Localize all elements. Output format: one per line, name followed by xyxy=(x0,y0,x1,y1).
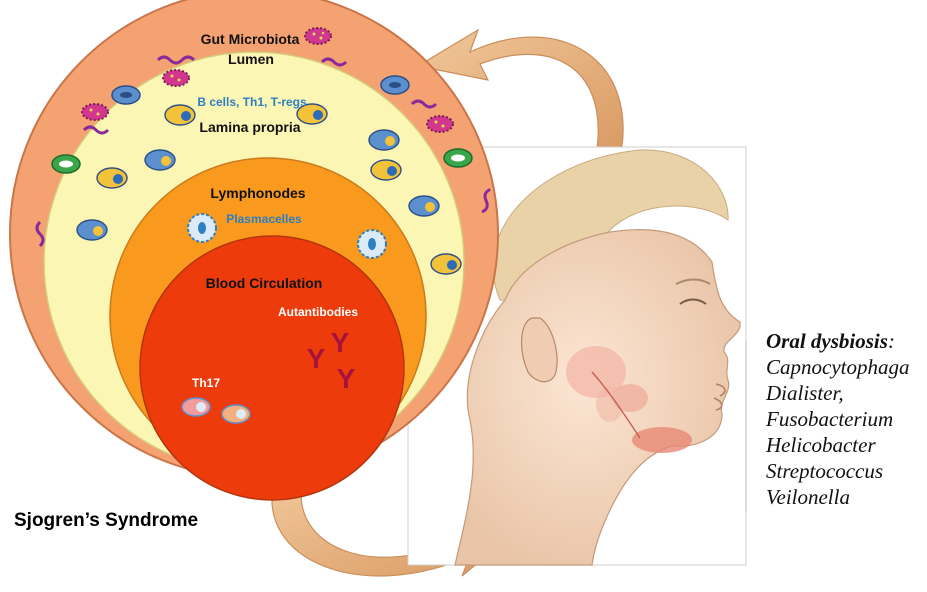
antibody-icon: Y xyxy=(307,343,326,374)
th17-cell-icon xyxy=(182,398,210,416)
genus-item: Fusobacterium xyxy=(766,406,909,432)
gut-microbiota-label: Gut Microbiota xyxy=(201,31,300,47)
genus-item: Dialister, xyxy=(766,380,909,406)
green-bacterium-icon xyxy=(444,149,472,167)
immune-cell-icon xyxy=(371,160,401,180)
lumen-label: Lumen xyxy=(228,51,274,67)
blood-circulation-label: Blood Circulation xyxy=(206,275,323,291)
th17-cell-icon xyxy=(222,405,250,423)
spiky-bacterium-icon xyxy=(305,28,331,44)
immune-cell-icon xyxy=(369,130,399,150)
plasma-cell-icon xyxy=(358,230,386,258)
syndrome-title: Sjogren’s Syndrome xyxy=(14,510,198,532)
immune-cell-icon xyxy=(77,220,107,240)
genus-item: Helicobacter xyxy=(766,432,909,458)
genus-item: Veilonella xyxy=(766,484,909,510)
oral-dysbiosis-heading: Oral dysbiosis: xyxy=(766,328,909,354)
oral-dysbiosis-list: Oral dysbiosis: Capnocytophaga Dialister… xyxy=(766,328,909,510)
plasma-cell-icon xyxy=(188,214,216,242)
lamina-propria-label: Lamina propria xyxy=(199,119,300,135)
genus-item: Capnocytophaga xyxy=(766,354,909,380)
spiky-bacterium-icon xyxy=(427,116,453,132)
cells-label: B cells, Th1, T-regs xyxy=(197,95,307,109)
spiky-bacterium-icon xyxy=(163,70,189,86)
green-bacterium-icon xyxy=(52,155,80,173)
th17-label: Th17 xyxy=(192,376,220,390)
plasmacelles-label: Plasmacelles xyxy=(226,212,302,226)
lymphonodes-label: Lymphonodes xyxy=(210,185,305,201)
autantibodies-label: Autantibodies xyxy=(278,305,358,319)
genus-item: Streptococcus xyxy=(766,458,909,484)
immune-cell-icon xyxy=(97,168,127,188)
immune-cell-icon xyxy=(145,150,175,170)
immune-cell-icon xyxy=(431,254,461,274)
blue-bacterium-icon xyxy=(381,76,409,94)
blue-bacterium-icon xyxy=(112,86,140,104)
antibody-icon: Y xyxy=(331,327,350,358)
immune-cell-icon xyxy=(165,105,195,125)
spiky-bacterium-icon xyxy=(82,104,108,120)
antibody-icon: Y xyxy=(337,363,356,394)
immune-cell-icon xyxy=(409,196,439,216)
